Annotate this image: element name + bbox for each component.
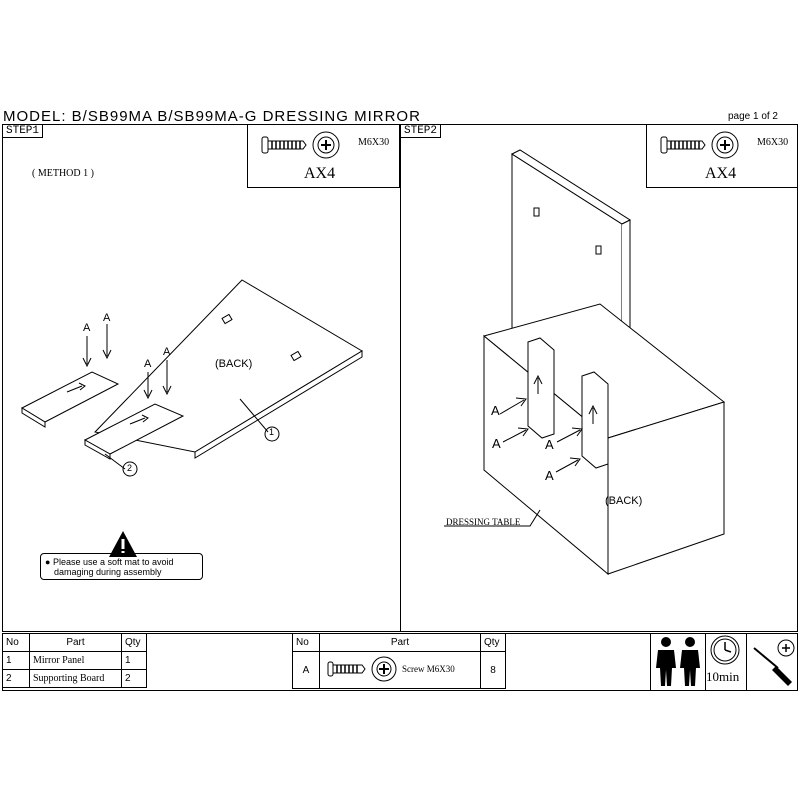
cell-qty: 1 <box>121 651 147 670</box>
warning-icon <box>109 531 137 557</box>
cell-part: Supporting Board <box>29 669 122 688</box>
header-part: Part <box>29 633 122 652</box>
table-row: 2 Supporting Board 2 <box>2 669 147 688</box>
screw-icon <box>327 656 397 682</box>
cell-qty: 8 <box>480 651 506 689</box>
warning-box: ● Please use a soft mat to avoid damagin… <box>40 553 203 580</box>
two-persons-icon <box>656 637 700 686</box>
table-row: No Part Qty <box>292 633 506 652</box>
warning-line-2: damaging during assembly <box>54 567 162 577</box>
step2-screw-spec: M6X30 <box>757 137 789 148</box>
screw-icon <box>261 131 340 159</box>
step2-callout-a3: A <box>545 437 554 452</box>
cell-no: 2 <box>2 669 30 688</box>
table-row: A Screw M6X30 8 <box>292 651 506 689</box>
cell-part: Mirror Panel <box>29 651 122 670</box>
cell-part: Screw M6X30 <box>319 651 481 689</box>
step1-label: STEP1 <box>2 124 44 138</box>
table-row: 1 Mirror Panel 1 <box>2 651 147 670</box>
header-qty: Qty <box>121 633 147 652</box>
step2-back-label: (BACK) <box>605 495 643 507</box>
cell-no: 1 <box>2 651 30 670</box>
step2-callout-a2: A <box>492 436 501 451</box>
cell-no: A <box>292 651 320 689</box>
page-number: page 1 of 2 <box>727 111 778 122</box>
warning-line-1: ● Please use a soft mat to avoid <box>45 557 174 567</box>
cell-qty: 2 <box>121 669 147 688</box>
step1-callout-a1: A <box>83 322 91 334</box>
screw-icon <box>660 131 739 159</box>
step-divider <box>400 124 401 632</box>
step1-screw-spec: M6X30 <box>358 137 390 148</box>
step1-callout-a2: A <box>103 312 111 324</box>
step2-screw-box: M6X30 AX4 <box>646 124 798 188</box>
part-ref-2: 2 <box>127 463 133 473</box>
step1-callout-a4: A <box>163 346 171 358</box>
info-divider <box>746 633 747 691</box>
step2-diagram <box>444 149 726 576</box>
header-no: No <box>2 633 30 652</box>
dressing-table-label: DRESSING TABLE <box>446 517 521 527</box>
document-title: MODEL: B/SB99MA B/SB99MA-G DRESSING MIRR… <box>3 108 421 125</box>
step1-diagram <box>20 279 363 477</box>
method-label: ( METHOD 1 ) <box>32 168 94 179</box>
step1-screw-qty: AX4 <box>304 165 336 182</box>
step1-back-label: (BACK) <box>215 358 253 370</box>
parts-table: No Part Qty 1 Mirror Panel 1 2 Supportin… <box>2 633 147 688</box>
step1-callout-a3: A <box>144 358 152 370</box>
step2-callout-a4: A <box>545 468 554 483</box>
hardware-table: No Part Qty A Screw M6X30 8 <box>292 633 506 689</box>
header-part: Part <box>319 633 481 652</box>
screw-label: Screw M6X30 <box>402 664 455 674</box>
header-qty: Qty <box>480 633 506 652</box>
screwdriver-icon <box>753 639 795 686</box>
assembly-time: 10min <box>706 669 740 684</box>
header-no: No <box>292 633 320 652</box>
table-row: No Part Qty <box>2 633 147 652</box>
part-ref-1: 1 <box>269 427 275 437</box>
info-divider <box>650 633 651 691</box>
step2-label: STEP2 <box>400 124 442 138</box>
clock-icon <box>710 635 740 665</box>
step1-screw-box: M6X30 AX4 <box>247 124 400 188</box>
info-divider <box>705 633 706 691</box>
step2-screw-qty: AX4 <box>705 165 737 182</box>
step2-callout-a1: A <box>491 403 500 418</box>
